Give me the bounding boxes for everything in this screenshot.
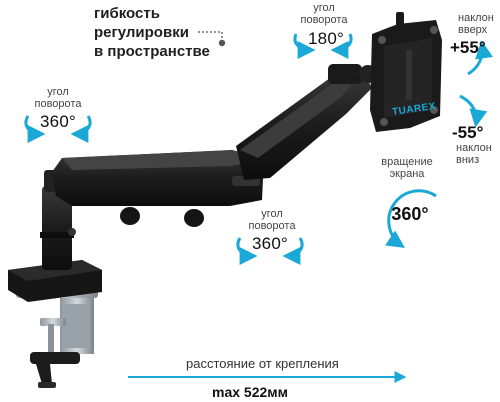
distance-caption: расстояние от крепления bbox=[186, 356, 339, 371]
max-distance-label: max 522мм bbox=[212, 384, 288, 400]
value-tilt-up: +55° bbox=[450, 38, 486, 57]
caption-line: вверх bbox=[458, 24, 488, 36]
desk-clamp bbox=[16, 288, 98, 388]
caption-line: вниз bbox=[456, 154, 480, 166]
vesa-plate bbox=[370, 12, 442, 132]
upper-arm bbox=[236, 64, 377, 180]
caption-rotation-screen: вращение экрана bbox=[376, 156, 438, 180]
caption-line: экрана bbox=[389, 168, 425, 180]
caption-line: наклон bbox=[456, 142, 492, 154]
value-rotation-screen: 360° bbox=[391, 204, 429, 224]
value-rotation-top: 180° bbox=[308, 29, 344, 48]
caption-line: поворота bbox=[300, 14, 348, 26]
base-plate bbox=[8, 260, 102, 302]
caption-line: поворота bbox=[34, 98, 82, 110]
caption-tilt-up: наклон вверх bbox=[458, 12, 500, 36]
caption-line: угол bbox=[47, 86, 69, 98]
arrow-tilt-down bbox=[459, 94, 488, 128]
value-rotation-left: 360° bbox=[40, 112, 76, 131]
headline-line-2: в пространстве bbox=[94, 43, 210, 60]
caption-tilt-down: наклон вниз bbox=[456, 142, 498, 166]
arrow-rotation-top bbox=[293, 33, 353, 59]
headline: гибкость регулировки в пространстве bbox=[94, 4, 254, 61]
headline-leader bbox=[198, 31, 226, 47]
headline-line-1: гибкость регулировки bbox=[94, 5, 189, 41]
value-tilt-down: -55° bbox=[452, 123, 484, 142]
arrow-rotation-bottom bbox=[236, 237, 304, 265]
caption-rotation-bottom: угол поворота bbox=[244, 208, 300, 232]
caption-rotation-top: угол поворота bbox=[296, 2, 352, 26]
caption-line: угол bbox=[261, 208, 283, 220]
caption-line: угол bbox=[313, 2, 335, 14]
value-rotation-bottom: 360° bbox=[252, 234, 288, 253]
lower-arm bbox=[52, 150, 264, 227]
arrow-rotation-left bbox=[24, 115, 92, 143]
caption-line: наклон bbox=[458, 12, 494, 24]
caption-line: поворота bbox=[248, 220, 296, 232]
caption-rotation-left: угол поворота bbox=[30, 86, 86, 110]
arrow-tilt-up bbox=[467, 40, 493, 76]
arrow-rotation-screen bbox=[385, 189, 437, 249]
caption-line: вращение bbox=[381, 156, 433, 168]
